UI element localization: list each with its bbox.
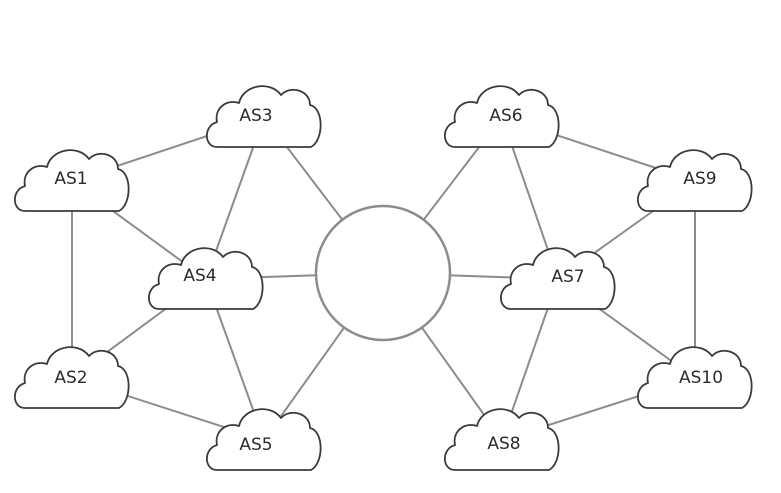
cloud-label-as8: AS8 bbox=[487, 434, 520, 454]
cloud-as7: AS7 bbox=[499, 247, 616, 310]
cloud-label-as2: AS2 bbox=[54, 368, 87, 388]
cloud-as9: AS9 bbox=[636, 149, 753, 212]
cloud-as1: AS1 bbox=[13, 149, 130, 212]
central-hub-circle bbox=[314, 204, 452, 342]
cloud-as3: AS3 bbox=[205, 85, 322, 148]
cloud-as10: AS10 bbox=[636, 346, 753, 409]
cloud-label-as10: AS10 bbox=[679, 368, 723, 388]
cloud-label-as7: AS7 bbox=[551, 267, 584, 287]
cloud-label-as9: AS9 bbox=[683, 169, 716, 189]
cloud-as2: AS2 bbox=[13, 346, 130, 409]
cloud-label-as1: AS1 bbox=[54, 169, 87, 189]
cloud-as5: AS5 bbox=[205, 408, 322, 471]
cloud-label-as5: AS5 bbox=[239, 435, 272, 455]
cloud-as6: AS6 bbox=[443, 85, 560, 148]
cloud-label-as4: AS4 bbox=[183, 266, 216, 286]
cloud-as8: AS8 bbox=[443, 408, 560, 471]
cloud-as4: AS4 bbox=[147, 247, 264, 310]
cloud-label-as3: AS3 bbox=[239, 106, 272, 126]
cloud-label-as6: AS6 bbox=[489, 106, 522, 126]
